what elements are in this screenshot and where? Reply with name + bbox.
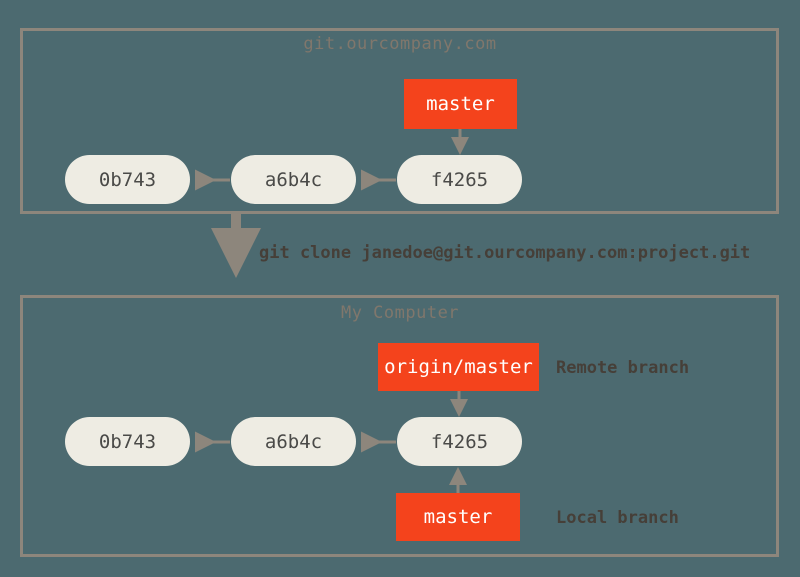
local-computer-panel [20,295,779,557]
commit-id-text: 0b743 [98,430,157,453]
git-clone-command-text: git clone janedoe@git.ourcompany.com:pro… [259,243,751,263]
remote-branch-label-master[interactable]: master [404,79,517,129]
commit-node-a6b4c-local[interactable]: a6b4c [231,417,356,466]
remote-tracking-branch-label-origin-master[interactable]: origin/master [378,343,539,391]
remote-branch-label-master-text: master [426,93,495,115]
commit-node-0b743-local[interactable]: 0b743 [65,417,190,466]
local-branch-annotation-text: Local branch [556,508,679,528]
commit-id-text: f4265 [430,430,489,453]
commit-id-text: 0b743 [98,168,157,191]
commit-node-0b743-remote[interactable]: 0b743 [65,155,190,204]
commit-id-text: a6b4c [264,430,323,453]
remote-branch-annotation-text: Remote branch [556,358,690,378]
remote-server-panel [20,28,779,214]
commit-node-a6b4c-remote[interactable]: a6b4c [231,155,356,204]
commit-id-text: a6b4c [264,168,323,191]
commit-node-f4265-remote[interactable]: f4265 [397,155,522,204]
remote-tracking-branch-label-text: origin/master [384,356,533,378]
local-branch-label-master[interactable]: master [396,493,520,541]
commit-node-f4265-local[interactable]: f4265 [397,417,522,466]
commit-id-text: f4265 [430,168,489,191]
local-branch-label-text: master [423,506,493,528]
